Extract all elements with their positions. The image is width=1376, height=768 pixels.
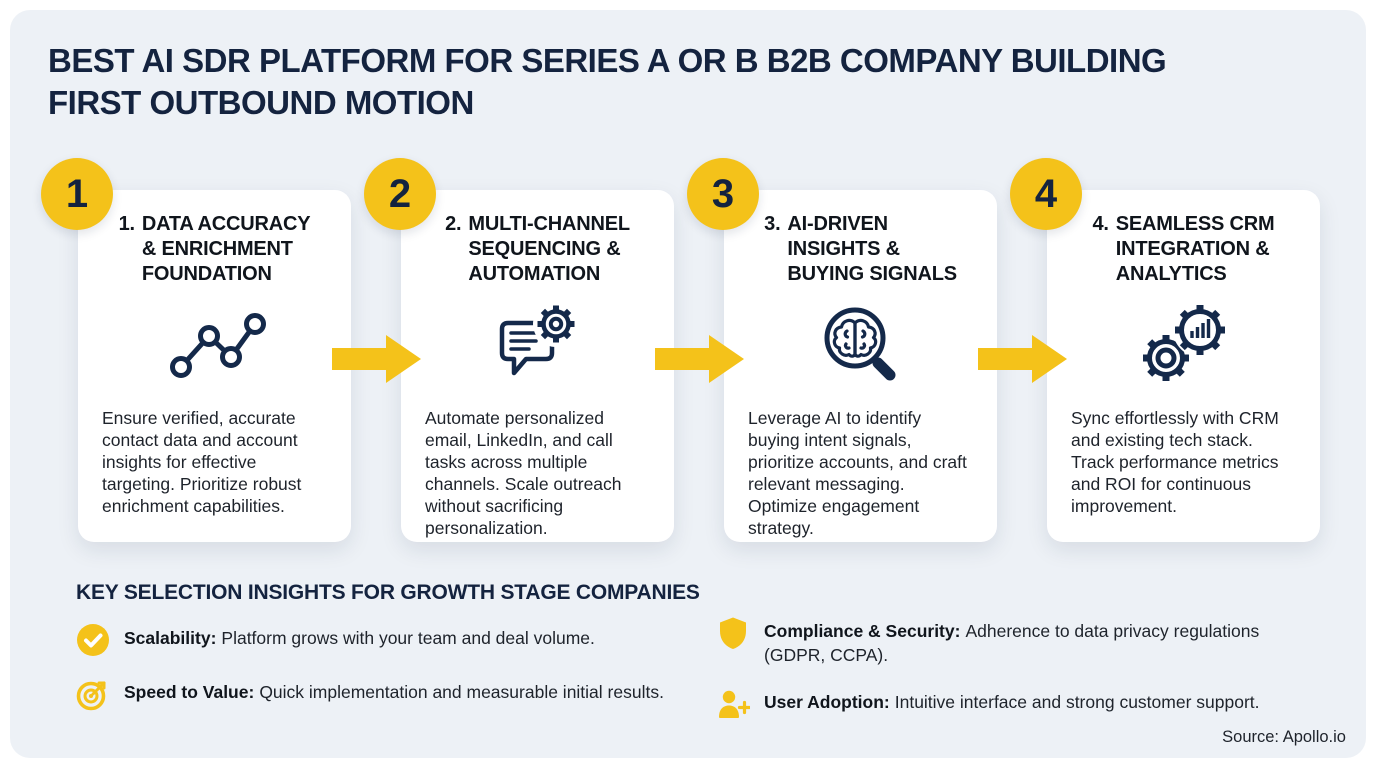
- step-card-3: 3. AI-DRIVEN INSIGHTS & BUYING SIGNALS: [724, 190, 997, 542]
- insight-text: Speed to Value:Quick implementation and …: [124, 677, 664, 704]
- step-4-title-line: SEAMLESS CRM: [1115, 213, 1275, 235]
- step-3-title-line: BUYING SIGNALS: [787, 263, 957, 285]
- insight-body: Platform grows with your team and deal v…: [221, 628, 595, 648]
- step-3-title: 3. AI-DRIVEN INSIGHTS & BUYING SIGNALS: [738, 212, 983, 287]
- insight-body: Adherence to data privacy regulations (G…: [764, 621, 1260, 665]
- step-3-description: Leverage AI to identify buying intent si…: [748, 408, 967, 538]
- step-1-title-line: DATA ACCURACY: [141, 213, 311, 235]
- chat-bubble-gear-icon: [401, 299, 674, 391]
- step-2-title-line: MULTI-CHANNEL: [468, 213, 630, 235]
- insight-compliance-security: Compliance & Security:Adherence to data …: [716, 616, 1276, 667]
- step-1-number: 1.: [118, 213, 135, 235]
- step-card-1: 1. DATA ACCURACY & ENRICHMENT FOUNDATION: [78, 190, 351, 542]
- insight-label: Speed to Value:: [124, 682, 255, 702]
- insight-text: User Adoption:Intuitive interface and st…: [764, 687, 1260, 714]
- step-1-badge: 1: [41, 158, 113, 230]
- insight-text: Scalability:Platform grows with your tea…: [124, 623, 595, 650]
- step-2-title-line: AUTOMATION: [468, 263, 601, 285]
- insights-right-column: Compliance & Security:Adherence to data …: [716, 616, 1276, 721]
- step-card-4: 4. SEAMLESS CRM INTEGRATION & ANALYTICS: [1047, 190, 1320, 542]
- page-title-line2: FIRST OUTBOUND MOTION: [48, 84, 474, 121]
- target-dart-icon: [76, 681, 106, 711]
- insight-scalability: Scalability:Platform grows with your tea…: [76, 623, 676, 657]
- step-2-description: Automate personalized email, LinkedIn, a…: [425, 408, 622, 538]
- insight-label: Compliance & Security:: [764, 621, 961, 641]
- step-4-title-line: INTEGRATION &: [1115, 238, 1270, 260]
- insight-user-adoption: User Adoption:Intuitive interface and st…: [716, 687, 1276, 721]
- step-card-2: 2. MULTI-CHANNEL SEQUENCING & AUTOMATION: [401, 190, 674, 542]
- arrow-right-icon: [655, 335, 744, 383]
- step-3-badge: 3: [687, 158, 759, 230]
- step-1-title-line: FOUNDATION: [141, 263, 272, 285]
- step-2-title: 2. MULTI-CHANNEL SEQUENCING & AUTOMATION: [415, 212, 660, 287]
- insight-speed-to-value: Speed to Value:Quick implementation and …: [76, 677, 676, 711]
- step-3-number: 3.: [764, 213, 781, 235]
- step-4-title: 4. SEAMLESS CRM INTEGRATION & ANALYTICS: [1061, 212, 1306, 287]
- arrow-right-icon: [978, 335, 1067, 383]
- insight-label: Scalability:: [124, 628, 217, 648]
- user-add-icon: [719, 690, 750, 718]
- step-3-title-line: INSIGHTS &: [787, 238, 900, 260]
- step-3-title-line: AI-DRIVEN: [787, 213, 888, 235]
- page-title-line1: BEST AI SDR PLATFORM FOR SERIES A OR B B…: [48, 42, 1167, 79]
- source-attribution: Source: Apollo.io: [1222, 728, 1346, 746]
- step-4-badge: 4: [1010, 158, 1082, 230]
- insights-heading: KEY SELECTION INSIGHTS FOR GROWTH STAGE …: [76, 581, 700, 604]
- step-4-number: 4.: [1092, 213, 1109, 235]
- step-1-title-line: & ENRICHMENT: [141, 238, 293, 260]
- insight-text: Compliance & Security:Adherence to data …: [764, 616, 1276, 667]
- arrow-right-icon: [332, 335, 421, 383]
- step-1-description: Ensure verified, accurate contact data a…: [102, 408, 302, 516]
- steps-row: 1. DATA ACCURACY & ENRICHMENT FOUNDATION: [78, 190, 1320, 542]
- step-2-badge: 2: [364, 158, 436, 230]
- step-2-number: 2.: [445, 213, 462, 235]
- brain-magnifier-icon: [724, 299, 997, 391]
- trend-line-chart-icon: [78, 299, 351, 391]
- step-2-title-line: SEQUENCING &: [468, 238, 621, 260]
- step-1-title: 1. DATA ACCURACY & ENRICHMENT FOUNDATION: [92, 212, 337, 287]
- insight-body: Intuitive interface and strong customer …: [894, 692, 1260, 712]
- check-circle-icon: [77, 624, 109, 656]
- step-4-title-line: ANALYTICS: [1115, 263, 1227, 285]
- page-title: BEST AI SDR PLATFORM FOR SERIES A OR B B…: [48, 40, 1288, 124]
- infographic-panel: BEST AI SDR PLATFORM FOR SERIES A OR B B…: [10, 10, 1366, 758]
- gears-analytics-icon: [1047, 299, 1320, 391]
- step-4-description: Sync effortlessly with CRM and existing …: [1071, 408, 1279, 516]
- insight-label: User Adoption:: [764, 692, 890, 712]
- insight-body: Quick implementation and measurable init…: [259, 682, 664, 702]
- insights-left-column: Scalability:Platform grows with your tea…: [76, 623, 676, 711]
- shield-icon: [720, 617, 746, 649]
